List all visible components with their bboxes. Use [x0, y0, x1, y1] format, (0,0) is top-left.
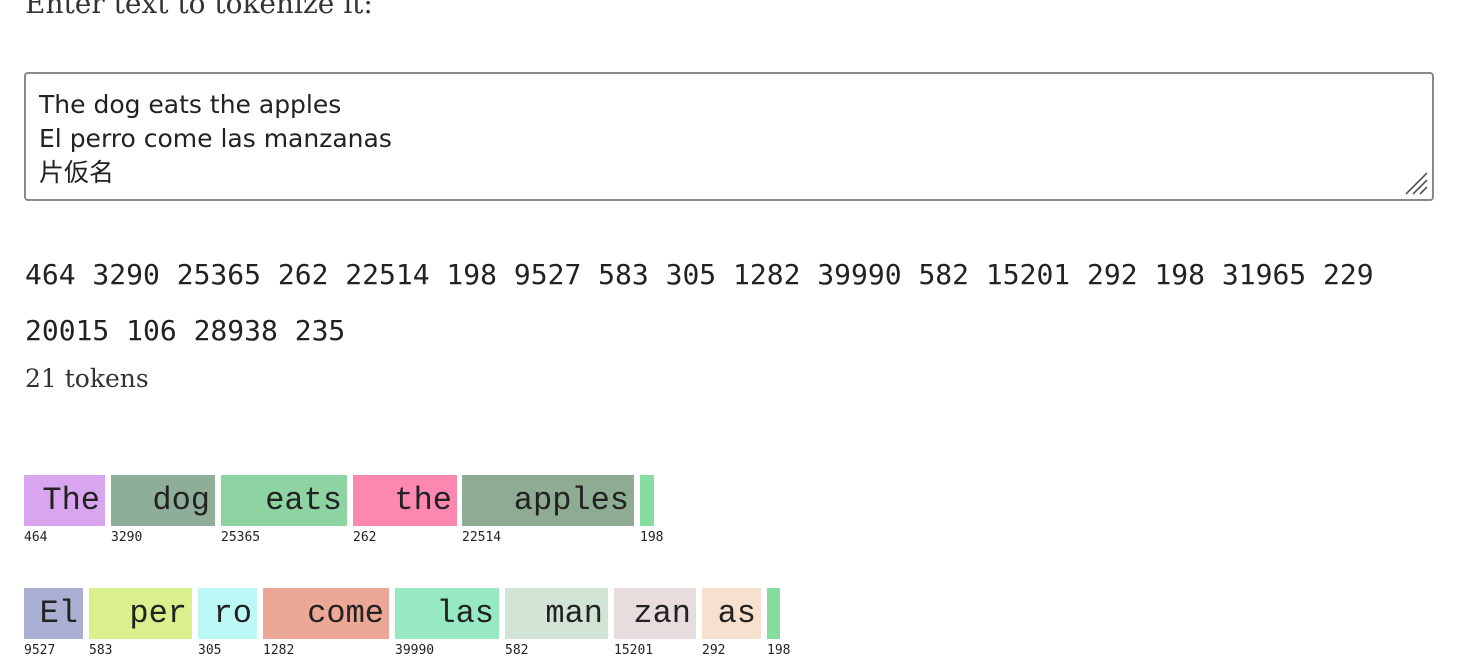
token-id: 1282	[263, 643, 295, 658]
token-id: 582	[505, 643, 529, 658]
token-ids-output: 464 3290 25365 262 22514 198 9527 583 30…	[25, 258, 1374, 347]
token-id: 15201	[614, 643, 654, 658]
token-id: 198	[767, 643, 791, 658]
token-id: 9527	[24, 643, 56, 658]
token-chip: dog	[111, 475, 215, 526]
input-prompt-label: Enter text to tokenize it:	[25, 0, 373, 20]
token-id: 22514	[462, 530, 502, 545]
token-chip: as	[702, 588, 761, 639]
token-chip: per	[89, 588, 192, 639]
text-input-box[interactable]	[24, 72, 1434, 201]
token-chip	[640, 475, 654, 526]
token-count: 21 tokens	[25, 364, 149, 393]
token-id: 3290	[111, 530, 143, 545]
token-chip: las	[395, 588, 499, 639]
token-chip: come	[263, 588, 389, 639]
token-id: 583	[89, 643, 113, 658]
token-id: 25365	[221, 530, 261, 545]
token-id: 198	[640, 530, 664, 545]
token-chip: eats	[221, 475, 347, 526]
token-chip: The	[24, 475, 105, 526]
token-chip: the	[353, 475, 457, 526]
token-id: 292	[702, 643, 726, 658]
token-chip: zan	[614, 588, 696, 639]
token-id: 305	[198, 643, 222, 658]
token-chip	[767, 588, 780, 639]
token-chip: El	[24, 588, 83, 639]
text-input[interactable]	[26, 74, 1432, 199]
token-id: 39990	[395, 643, 435, 658]
token-id: 464	[24, 530, 48, 545]
token-id: 262	[353, 530, 377, 545]
token-chip: ro	[198, 588, 257, 639]
token-chip: apples	[462, 475, 634, 526]
resize-handle-icon[interactable]	[1402, 169, 1428, 195]
token-chip: man	[505, 588, 608, 639]
